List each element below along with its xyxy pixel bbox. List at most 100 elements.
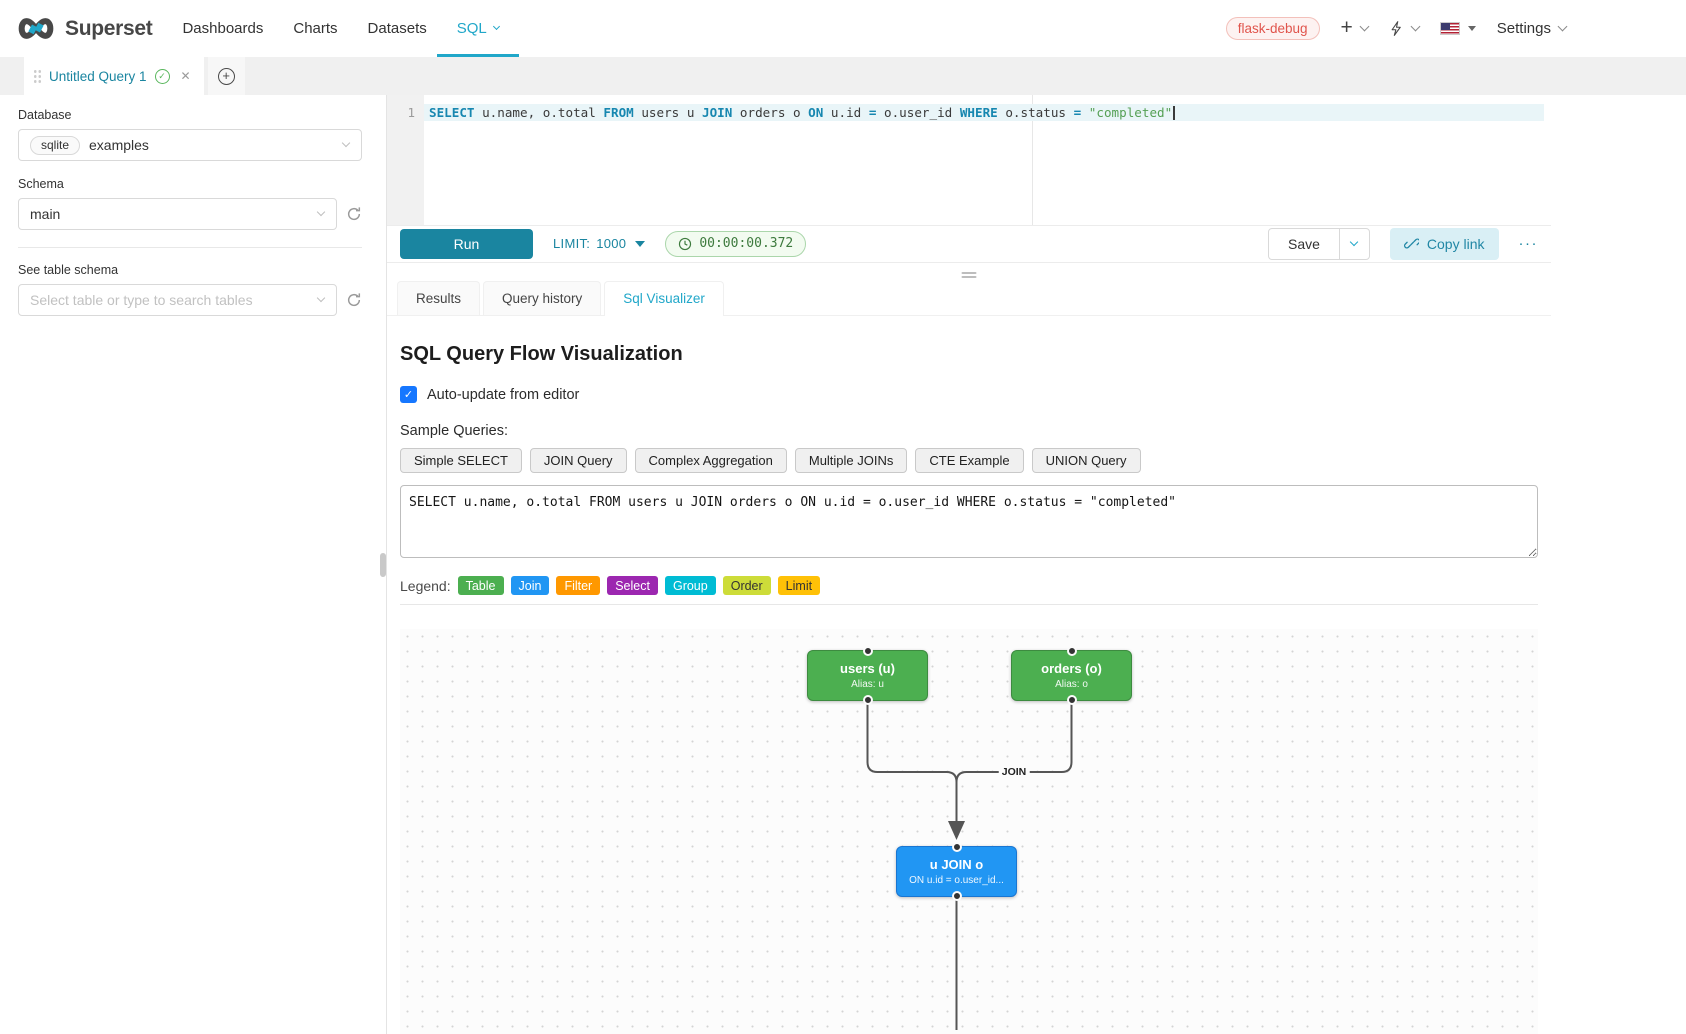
visualizer-query-input[interactable]: SELECT u.name, o.total FROM users u JOIN…	[400, 485, 1538, 558]
checkbox-checked-icon[interactable]: ✓	[400, 386, 417, 403]
node-subtitle: Alias: u	[851, 679, 884, 690]
brand-name: Superset	[65, 16, 153, 40]
legend-chip-order: Order	[722, 576, 771, 595]
line-number: 1	[407, 105, 415, 120]
main-nav: Dashboards Charts Datasets SQL	[181, 0, 527, 57]
legend-chip-filter: Filter	[556, 576, 601, 595]
nav-item-dashboards[interactable]: Dashboards	[182, 20, 264, 37]
save-split-button: Save	[1267, 227, 1370, 260]
database-label: Database	[18, 108, 72, 122]
sidebar-divider	[18, 247, 362, 248]
language-picker[interactable]	[1439, 22, 1476, 35]
close-tab-icon[interactable]: ✕	[180, 69, 191, 83]
arrowhead-icon	[948, 821, 965, 840]
legend-chip-limit: Limit	[777, 576, 821, 595]
copy-link-button[interactable]: Copy link	[1389, 227, 1499, 260]
sample-query-simple-select[interactable]: Simple SELECT	[400, 448, 522, 473]
scrollbar-thumb[interactable]	[380, 553, 386, 577]
editor-tabstrip: Untitled Query 1 ✓ ✕ +	[0, 57, 1686, 95]
sample-queries-label: Sample Queries:	[400, 423, 508, 439]
saved-check-icon: ✓	[154, 68, 170, 84]
schema-select[interactable]: main	[18, 198, 337, 230]
query-tab-label: Untitled Query 1	[49, 68, 147, 84]
section-divider	[400, 604, 1538, 605]
editor-toolbar: Run LIMIT: 1000 00:00:00.372 Save	[387, 226, 1551, 263]
sample-query-complex-aggregation[interactable]: Complex Aggregation	[634, 448, 787, 473]
chevron-down-icon	[1557, 21, 1568, 32]
text-cursor	[1173, 106, 1175, 120]
copy-link-label: Copy link	[1426, 235, 1485, 252]
run-button[interactable]: Run	[400, 228, 533, 259]
panel-divider	[380, 95, 387, 1034]
caret-down-icon	[635, 240, 646, 247]
refresh-tables-icon[interactable]	[346, 292, 362, 308]
sample-query-cte-example[interactable]: CTE Example	[915, 448, 1024, 473]
node-title: u JOIN o	[929, 857, 984, 872]
legend-chip-join: Join	[510, 576, 550, 595]
sqllab-sidebar: Database sqlite examples Schema main See	[0, 95, 386, 1034]
sample-query-join-query[interactable]: JOIN Query	[529, 448, 627, 473]
nav-item-datasets[interactable]: Datasets	[367, 20, 427, 37]
link-icon	[1403, 238, 1419, 249]
plus-circle-icon: +	[217, 67, 235, 85]
add-tab-button[interactable]: +	[207, 57, 245, 95]
legend-chip-table: Table	[457, 576, 504, 595]
clock-icon	[679, 237, 692, 250]
tab-sql-visualizer[interactable]: Sql Visualizer	[604, 281, 724, 316]
sample-query-buttons: Simple SELECT JOIN Query Complex Aggregati…	[400, 448, 1538, 473]
drag-handle-icon[interactable]	[33, 68, 41, 84]
save-options-button[interactable]	[1338, 228, 1369, 259]
sql-code-editor[interactable]: 1 SELECT u.name, o.total FROM users u JO…	[387, 95, 1551, 226]
sample-query-union-query[interactable]: UNION Query	[1031, 448, 1141, 473]
flow-node-orders[interactable]: orders (o)Alias: o	[1011, 650, 1132, 701]
query-search-dropdown[interactable]	[1389, 20, 1421, 37]
tab-query-history[interactable]: Query history	[483, 281, 602, 315]
caret-down-icon	[1467, 26, 1476, 31]
table-schema-label: See table schema	[18, 263, 119, 277]
node-title: orders (o)	[1041, 661, 1102, 676]
flow-edges	[866, 701, 1073, 1030]
print-margin-line	[1032, 95, 1033, 225]
pane-resize-handle[interactable]	[961, 272, 977, 274]
chevron-down-icon	[1350, 237, 1359, 247]
tab-results[interactable]: Results	[397, 281, 481, 315]
flow-diagram-canvas[interactable]: JOIN users (u)Alias: u orders (o)Alias: o…	[400, 629, 1538, 1034]
line-number-gutter: 1	[387, 95, 424, 225]
timer-value: 00:00:00.372	[699, 236, 794, 252]
nav-item-charts[interactable]: Charts	[293, 20, 338, 37]
legend-label: Legend:	[400, 577, 451, 594]
refresh-schemas-icon[interactable]	[346, 206, 362, 222]
active-line-highlight	[424, 104, 1544, 121]
chevron-down-icon	[316, 293, 326, 303]
sample-query-multiple-joins[interactable]: Multiple JOINs	[794, 448, 908, 473]
new-item-dropdown[interactable]: +	[1341, 17, 1370, 38]
more-actions-button[interactable]: ···	[1518, 235, 1538, 253]
sql-code-line: SELECT u.name, o.total FROM users u JOIN…	[424, 104, 1551, 121]
save-button[interactable]: Save	[1287, 235, 1320, 252]
table-select[interactable]: Select table or type to search tables	[18, 284, 337, 316]
us-flag-icon	[1439, 22, 1460, 35]
limit-value: 1000	[596, 236, 627, 252]
database-engine-badge: sqlite	[30, 135, 81, 155]
superset-logo[interactable]: Superset	[16, 15, 153, 42]
nav-item-sql[interactable]: SQL	[436, 0, 519, 57]
schema-label: Schema	[18, 177, 64, 191]
chevron-down-icon	[341, 138, 351, 148]
database-select[interactable]: sqlite examples	[18, 129, 362, 161]
chevron-down-icon	[1359, 21, 1370, 32]
limit-dropdown[interactable]: LIMIT: 1000	[553, 236, 646, 252]
visualizer-title: SQL Query Flow Visualization	[400, 343, 683, 365]
query-tab-untitled-query-1[interactable]: Untitled Query 1 ✓ ✕	[24, 57, 204, 95]
join-edge-label: JOIN	[998, 765, 1030, 779]
flow-node-users[interactable]: users (u)Alias: u	[807, 650, 928, 701]
chevron-down-icon	[316, 207, 326, 217]
settings-menu[interactable]: Settings	[1497, 20, 1568, 37]
lightning-icon	[1391, 21, 1401, 36]
auto-update-toggle[interactable]: ✓ Auto-update from editor	[400, 386, 1538, 403]
